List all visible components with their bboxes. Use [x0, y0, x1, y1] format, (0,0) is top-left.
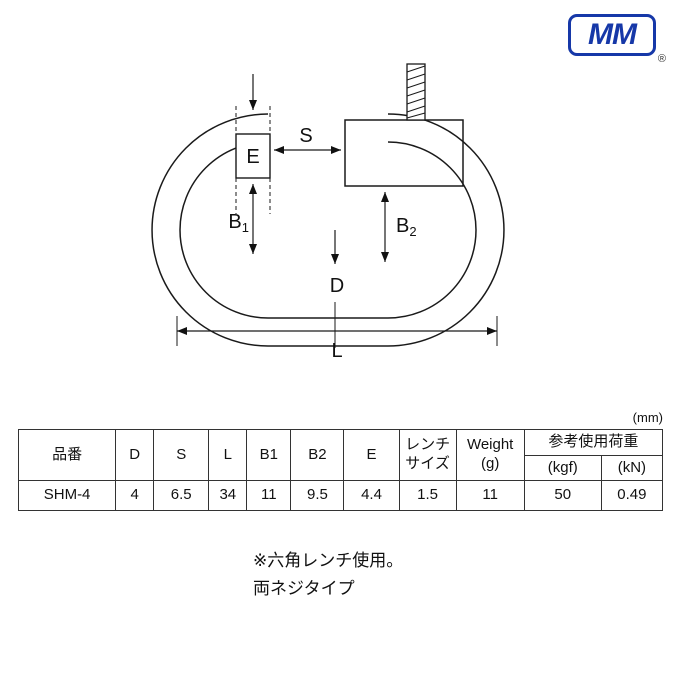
cell-e: 4.4	[343, 480, 400, 511]
cell-s: 6.5	[153, 480, 210, 511]
registered-trademark-symbol: ®	[657, 53, 666, 65]
dim-label-d: D	[330, 275, 344, 297]
screw-sleeve	[344, 63, 464, 187]
cell-part-no: SHM-4	[17, 480, 117, 511]
table-row: SHM-4 4 6.5 34 11 9.5 4.4 1.5 11 50 0.49	[17, 480, 664, 511]
dimension-d: D	[330, 230, 344, 348]
dimension-s: S	[274, 125, 341, 154]
header-b2: B2	[290, 429, 345, 481]
cell-kn: 0.49	[600, 480, 664, 511]
header-d: D	[115, 429, 155, 481]
header-kgf: (kgf)	[523, 455, 602, 481]
cell-weight: 11	[455, 480, 525, 511]
cell-l: 34	[208, 480, 248, 511]
header-b1: B1	[246, 429, 292, 481]
header-working-load: 参考使用荷重	[523, 429, 664, 456]
cell-d: 4	[115, 480, 155, 511]
dim-label-l: L	[331, 340, 342, 362]
thread-hatching	[406, 65, 426, 119]
dim-label-s: S	[299, 125, 312, 147]
dim-label-b2: B2	[396, 215, 417, 239]
dimension-b2: B2	[381, 192, 417, 262]
spec-table-wrap: 品番 D S L B1 B2 E レンチ サイズ Weight (g) 参考使用…	[17, 429, 664, 511]
brand-logo: MM	[568, 14, 656, 56]
cell-b1: 11	[246, 480, 292, 511]
dimension-b1: B1	[228, 184, 257, 254]
header-kn: (kN)	[600, 455, 664, 481]
dim-label-e: E	[246, 146, 259, 168]
quick-link-technical-drawing: E S B1 B2 D L	[151, 63, 505, 362]
footnotes: ※六角レンチ使用。 両ネジタイプ	[253, 547, 403, 603]
cell-b2: 9.5	[290, 480, 345, 511]
gate-block	[235, 133, 271, 179]
gate-extension-dashes	[235, 106, 271, 214]
footnote-line1: ※六角レンチ使用。	[253, 551, 404, 570]
link-inner-contour	[179, 141, 477, 319]
header-l: L	[208, 429, 248, 481]
header-weight: Weight (g)	[455, 429, 525, 481]
dim-label-b1: B1	[228, 211, 249, 235]
link-outer-contour	[151, 113, 505, 347]
spec-table: 品番 D S L B1 B2 E レンチ サイズ Weight (g) 参考使用…	[17, 429, 664, 511]
brand-logo-text: MM	[588, 18, 637, 51]
dimension-l: L	[176, 316, 498, 362]
header-part-no: 品番	[17, 429, 117, 481]
cell-wrench: 1.5	[398, 480, 457, 511]
footnote-line2: 両ネジタイプ	[253, 579, 355, 598]
header-e: E	[343, 429, 400, 481]
header-wrench-size: レンチ サイズ	[398, 429, 457, 481]
link-body-outline	[151, 113, 505, 347]
cell-kgf: 50	[523, 480, 602, 511]
sleeve-body	[344, 119, 464, 187]
unit-label: (mm)	[632, 410, 663, 425]
header-s: S	[153, 429, 210, 481]
gate-end-block: E	[235, 74, 271, 214]
